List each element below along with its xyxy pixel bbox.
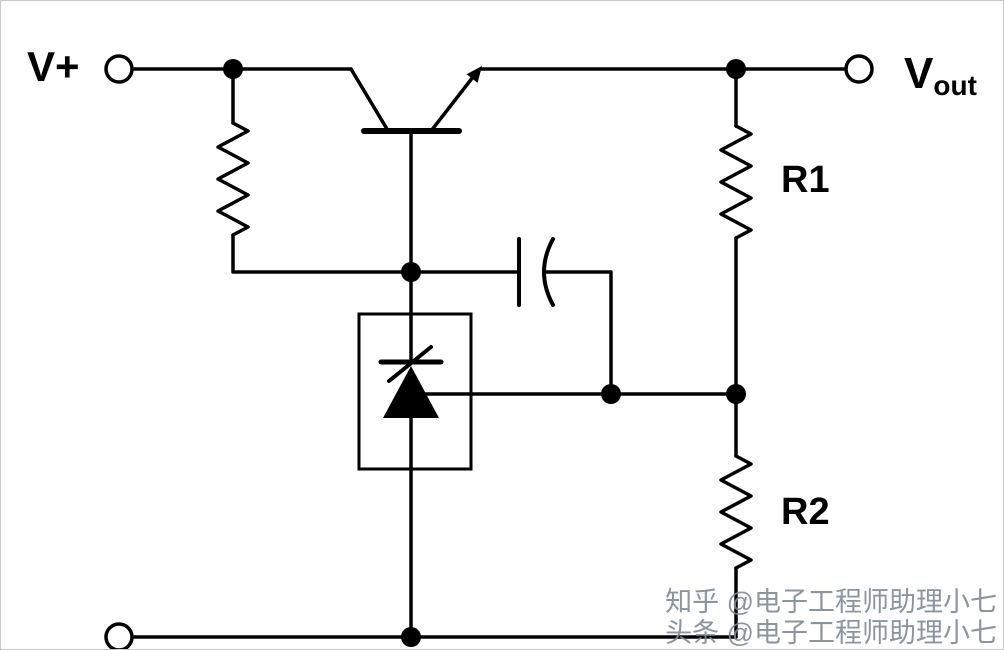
output-terminal xyxy=(844,54,874,84)
r1-zigzag xyxy=(719,124,753,240)
r2-label: R2 xyxy=(781,491,830,533)
junction-dot xyxy=(726,384,746,404)
ground-terminal xyxy=(104,622,134,649)
vplus-label: V+ xyxy=(27,43,80,90)
capacitor-curved-plate xyxy=(542,237,555,307)
r2-zigzag xyxy=(719,454,753,570)
reference-triangle xyxy=(383,366,439,418)
bias-resistor-leads xyxy=(231,67,413,274)
junction-dot xyxy=(401,262,421,282)
input-terminal xyxy=(104,54,134,84)
bias-resistor-zigzag xyxy=(216,121,250,237)
capacitor-right-wire xyxy=(542,270,613,396)
watermark: 知乎 @电子工程师助理小七 头条 @电子工程师助理小七 xyxy=(665,587,997,649)
junction-dot xyxy=(726,59,746,79)
vout-label-main: V xyxy=(904,49,934,98)
transistor-emitter-lead xyxy=(429,75,475,133)
transistor-collector-lead xyxy=(349,67,389,131)
r1-label: R1 xyxy=(781,159,830,201)
junction-dot xyxy=(601,384,621,404)
reference-adjust-slash xyxy=(387,345,433,383)
transistor-emitter-arrowhead xyxy=(466,66,482,83)
watermark-line2: 头条 @电子工程师助理小七 xyxy=(665,618,997,648)
shunt-reference-box xyxy=(357,312,473,471)
junction-dot xyxy=(223,59,243,79)
vout-label: Vout xyxy=(904,49,977,102)
vout-label-subscript: out xyxy=(933,70,977,101)
watermark-line1: 知乎 @电子工程师助理小七 xyxy=(665,587,997,617)
junction-dot xyxy=(401,627,421,647)
